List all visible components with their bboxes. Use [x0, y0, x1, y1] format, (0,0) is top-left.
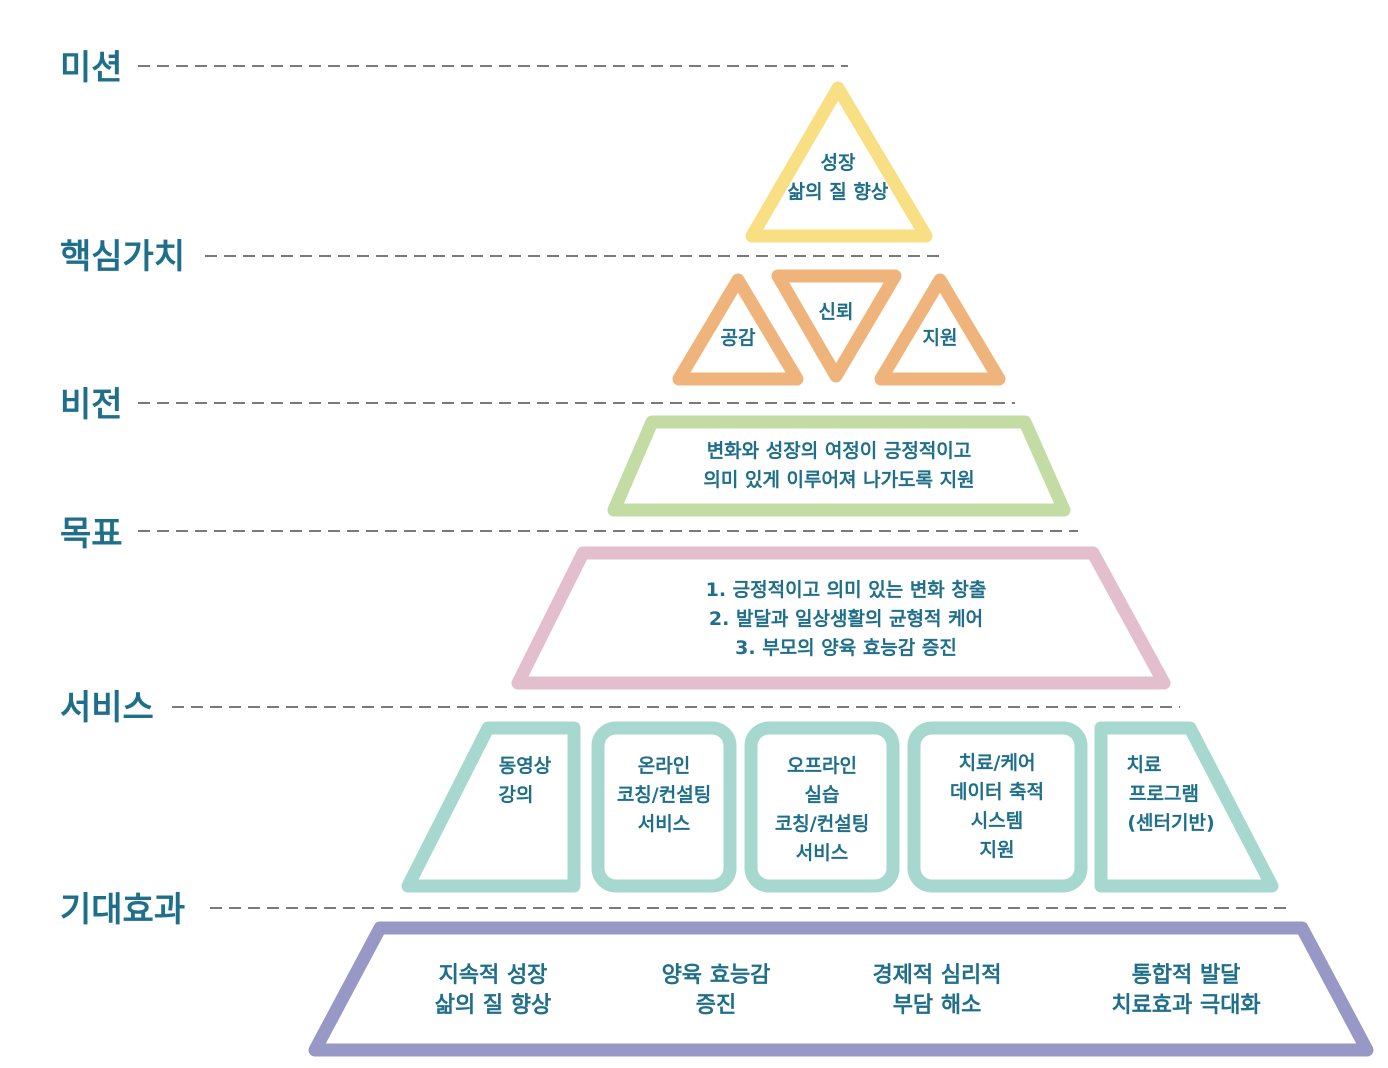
service-program-line-3: (센터기반) — [1127, 812, 1214, 834]
service-center-program: 치료 프로그램 (센터기반) — [1094, 721, 1279, 893]
mission-triangle: 성장 삶의 질 향상 — [745, 81, 933, 243]
service-program-line-2: 프로그램 — [1129, 783, 1199, 805]
level-label-services: 서비스 — [60, 688, 154, 728]
level-label-core-values: 핵심가치 — [60, 237, 185, 277]
service-data-line-2: 데이터 축적 — [950, 781, 1044, 803]
service-video-line-2: 강의 — [499, 784, 534, 806]
core-value-support-label: 지원 — [923, 327, 958, 349]
vision-box: 변화와 성장의 여정이 긍정적이고 의미 있게 이루어져 나가도록 지원 — [607, 415, 1071, 517]
service-video-lecture: 동영상 강의 — [401, 721, 581, 893]
core-value-trust-label: 신뢰 — [819, 301, 854, 323]
service-online-line-1: 온라인 — [638, 755, 690, 777]
core-value-trust: 신뢰 — [771, 269, 902, 383]
level-label-vision: 비전 — [60, 385, 123, 425]
service-data-line-1: 치료/케어 — [959, 752, 1036, 774]
outcome-growth-line-2: 삶의 질 향상 — [435, 993, 552, 1018]
service-offline-line-3: 코칭/컨설팅 — [775, 813, 869, 835]
level-label-mission: 미션 — [60, 48, 123, 88]
service-offline-line-2: 실습 — [805, 784, 840, 806]
goals-box: 1. 긍정적이고 의미 있는 변화 창출 2. 발달과 일상생활의 균형적 케어… — [511, 546, 1171, 690]
level-label-goals: 목표 — [60, 514, 123, 554]
mission-line-2: 삶의 질 향상 — [788, 181, 889, 203]
core-value-empathy-label: 공감 — [721, 327, 756, 349]
outcome-relief-line-2: 부담 해소 — [893, 993, 982, 1018]
service-program-line-1: 치료 — [1127, 754, 1162, 776]
vision-line-2: 의미 있게 이루어져 나가도록 지원 — [703, 469, 974, 491]
service-data-line-3: 시스템 — [971, 810, 1023, 832]
outcome-parenting-line-1: 양육 효능감 — [662, 963, 771, 988]
service-video-line-1: 동영상 — [499, 755, 552, 777]
service-online-line-2: 코칭/컨설팅 — [617, 784, 711, 806]
service-offline-practice: 오프라인 실습 코칭/컨설팅 서비스 — [744, 721, 900, 893]
outcomes-box: 지속적 성장 삶의 질 향상 양육 효능감 증진 경제적 심리적 부담 해소 통… — [308, 921, 1374, 1057]
outcome-parenting-line-2: 증진 — [696, 993, 736, 1018]
mission-line-1: 성장 — [821, 152, 856, 174]
goal-line-2: 2. 발달과 일상생활의 균형적 케어 — [709, 608, 983, 630]
core-value-empathy: 공감 — [672, 273, 804, 386]
outcome-relief-line-1: 경제적 심리적 — [872, 963, 1001, 988]
service-offline-line-1: 오프라인 — [787, 755, 857, 777]
core-value-support: 지원 — [874, 273, 1006, 386]
service-online-line-3: 서비스 — [638, 813, 690, 835]
goal-line-1: 1. 긍정적이고 의미 있는 변화 창출 — [706, 579, 987, 601]
outcome-growth-line-1: 지속적 성장 — [439, 963, 548, 988]
goal-line-3: 3. 부모의 양육 효능감 증진 — [735, 637, 957, 659]
service-offline-line-4: 서비스 — [796, 842, 848, 864]
service-data-line-4: 지원 — [980, 839, 1015, 861]
outcome-therapy-line-1: 통합적 발달 — [1132, 962, 1241, 988]
service-online-coaching: 온라인 코칭/컨설팅 서비스 — [591, 721, 737, 893]
vision-line-1: 변화와 성장의 여정이 긍정적이고 — [707, 440, 972, 462]
service-care-data-system: 치료/케어 데이터 축적 시스템 지원 — [907, 721, 1088, 893]
outcome-therapy-line-2: 치료효과 극대화 — [1111, 993, 1260, 1018]
level-label-outcomes: 기대효과 — [60, 890, 185, 930]
